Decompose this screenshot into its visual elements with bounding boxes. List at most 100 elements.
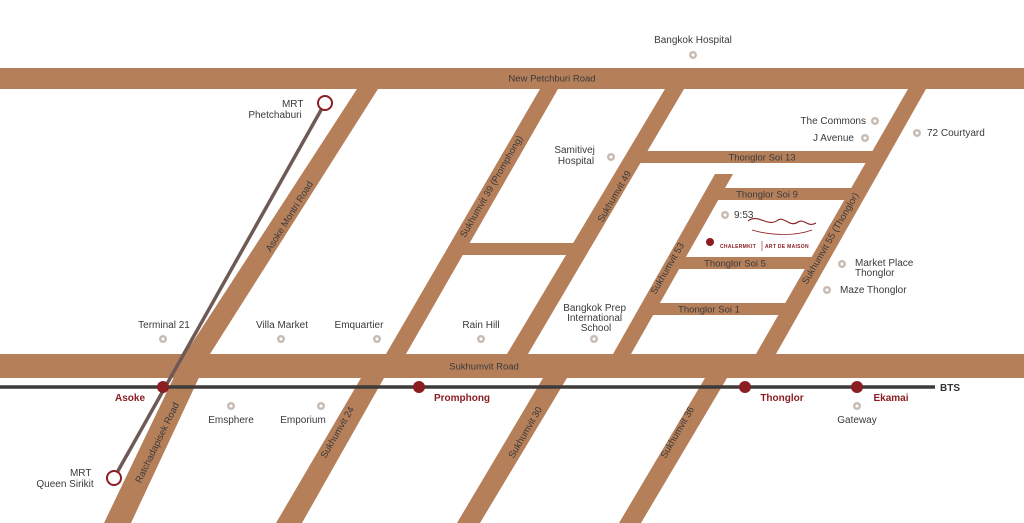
mrt-queen-sirikit-marker[interactable]	[106, 470, 122, 486]
poi-label-terminal-21: Terminal 21	[138, 320, 190, 331]
poi-marker-core	[863, 136, 867, 140]
poi-marker-core	[229, 404, 233, 408]
poi-marker-core	[479, 337, 483, 341]
poi-label-villa-market: Villa Market	[256, 320, 308, 331]
transit-lines	[0, 102, 935, 479]
poi-label-72-courtyard: 72 Courtyard	[927, 128, 985, 139]
poi-bangkok-prep[interactable]: Bangkok Prep International School	[563, 303, 629, 343]
poi-bangkok-hospital[interactable]: Bangkok Hospital	[654, 35, 732, 59]
road-thonglor-soi-13	[633, 151, 889, 163]
poi-label-gateway: Gateway	[837, 415, 876, 426]
poi-marker-core	[840, 262, 844, 266]
road-connector-39-49	[462, 243, 582, 255]
poi-marker-core	[691, 53, 695, 57]
road-sukhumvit-30	[457, 378, 567, 523]
road-thonglor-soi-9	[718, 188, 861, 200]
road-label-new-petchburi: New Petchburi Road	[508, 74, 595, 85]
project-logo-name-left: CHALERMKIT	[720, 244, 756, 250]
poi-maze-thonglor[interactable]: Maze Thonglor	[823, 285, 907, 296]
road-sukhumvit-24	[276, 378, 384, 523]
road-label-sukhumvit: Sukhumvit Road	[449, 362, 519, 373]
poi-rain-hill[interactable]: Rain Hill	[462, 320, 500, 343]
station-asoke-marker[interactable]	[157, 381, 169, 393]
poi-marker-core	[825, 288, 829, 292]
poi-label-rain-hill: Rain Hill	[462, 320, 499, 331]
poi-marker-core	[873, 119, 877, 123]
poi-label-bangkok-prep-line-3: School	[581, 323, 612, 334]
poi-samitivej-hospital[interactable]: Samitivej Hospital	[554, 145, 615, 167]
poi-marker-core	[592, 337, 596, 341]
project-location-marker	[706, 238, 714, 246]
road-sukhumvit-53	[613, 174, 733, 354]
poi-label-emquartier: Emquartier	[335, 320, 385, 331]
poi-72-courtyard[interactable]: 72 Courtyard	[913, 128, 985, 139]
station-promphong-marker[interactable]	[413, 381, 425, 393]
poi-label-emporium: Emporium	[280, 415, 326, 426]
road-network	[0, 68, 1024, 523]
poi-label-samitivej-hospital: Samitivej Hospital	[554, 145, 597, 167]
poi-marker-core	[279, 337, 283, 341]
road-label-thonglor-soi-9: Thonglor Soi 9	[736, 190, 798, 201]
poi-terminal-21[interactable]: Terminal 21	[138, 320, 190, 343]
poi-marker-core	[915, 131, 919, 135]
station-label-asoke: Asoke	[115, 393, 145, 404]
poi-label-market-place-line-2: Thonglor	[855, 268, 895, 279]
poi-label-bangkok-prep: Bangkok Prep International School	[563, 303, 629, 334]
mrt-phetchaburi-line-2: Phetchaburi	[248, 110, 301, 121]
poi-marker-core	[723, 213, 727, 217]
poi-9-53[interactable]: 9:53	[721, 210, 754, 221]
project-logo-swash-icon	[747, 218, 817, 225]
station-label-thonglor: Thonglor	[760, 393, 803, 404]
mrt-phetchaburi-marker[interactable]	[317, 95, 333, 111]
poi-label-bangkok-prep-line-2: International	[567, 313, 622, 324]
poi-label-bangkok-prep-line-1: Bangkok Prep	[563, 303, 626, 314]
road-ratchadapisek	[104, 354, 210, 523]
station-label-ekamai: Ekamai	[873, 393, 908, 404]
station-thonglor-marker[interactable]	[739, 381, 751, 393]
road-thonglor-soi-5	[677, 257, 823, 269]
stations: Asoke Promphong Thonglor Ekamai BTS MRT …	[36, 95, 960, 490]
poi-label-emsphere: Emsphere	[208, 415, 254, 426]
poi-j-avenue[interactable]: J Avenue	[813, 133, 869, 144]
poi-marker-core	[319, 404, 323, 408]
project-location[interactable]: CHALERMKIT ART DE MAISON	[706, 218, 817, 251]
poi-the-commons[interactable]: The Commons	[800, 116, 879, 127]
mrt-phetchaburi-line-1: MRT	[282, 99, 303, 110]
poi-emporium[interactable]: Emporium	[280, 402, 326, 426]
bts-line-label: BTS	[940, 383, 960, 394]
poi-label-market-place-line-1: Market Place	[855, 258, 914, 269]
poi-label-bangkok-hospital: Bangkok Hospital	[654, 35, 732, 46]
poi-marker-core	[375, 337, 379, 341]
poi-label-9-53: 9:53	[734, 210, 754, 221]
road-new-petchburi	[0, 68, 1024, 89]
road-sukhumvit-39	[386, 89, 558, 354]
station-label-promphong: Promphong	[434, 393, 490, 404]
road-label-asoke-montri: Asoke Montri Road	[264, 180, 316, 254]
road-asoke-montri	[185, 89, 378, 354]
mrt-phetchaburi-label: MRT Phetchaburi	[248, 99, 306, 121]
poi-marker-core	[609, 155, 613, 159]
poi-label-samitivej-line-2: Hospital	[558, 156, 594, 167]
road-label-thonglor-soi-1: Thonglor Soi 1	[678, 305, 740, 316]
road-label-thonglor-soi-5: Thonglor Soi 5	[704, 259, 766, 270]
poi-gateway[interactable]: Gateway	[837, 402, 877, 426]
poi-villa-market[interactable]: Villa Market	[256, 320, 308, 343]
mrt-queen-sirikit-label: MRT Queen Sirikit	[36, 468, 94, 490]
road-label-sukhumvit-55: Sukhumvit 55 (Thonglor)	[800, 191, 862, 287]
poi-marker-core	[855, 404, 859, 408]
mrt-queen-sirikit-line-2: Queen Sirikit	[36, 479, 93, 490]
points-of-interest: Bangkok Hospital The Commons J Avenue 72…	[138, 35, 985, 426]
project-logo-flourish-icon	[751, 229, 813, 235]
mrt-queen-sirikit-line-1: MRT	[70, 468, 91, 479]
road-thonglor-soi-1	[649, 303, 797, 315]
road-label-sukhumvit-39: Sukhumvit 39 (Promphong)	[458, 134, 525, 240]
station-ekamai-marker[interactable]	[851, 381, 863, 393]
road-sukhumvit-36	[619, 378, 727, 523]
poi-label-market-place-thonglor: Market Place Thonglor	[855, 258, 916, 279]
poi-label-maze-thonglor: Maze Thonglor	[840, 285, 907, 296]
poi-emquartier[interactable]: Emquartier	[335, 320, 385, 343]
poi-market-place-thonglor[interactable]: Market Place Thonglor	[838, 258, 916, 279]
poi-emsphere[interactable]: Emsphere	[208, 402, 254, 426]
poi-label-j-avenue: J Avenue	[813, 133, 854, 144]
